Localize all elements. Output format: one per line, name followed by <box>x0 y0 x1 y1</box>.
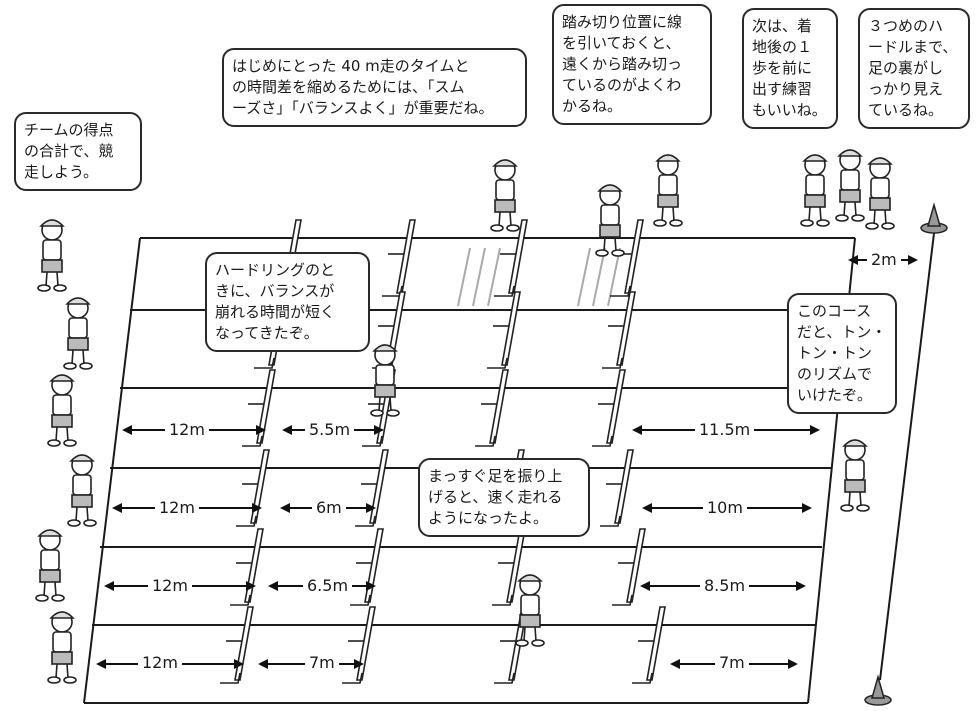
student-figure-icon <box>653 154 683 227</box>
distance-label: 6m <box>312 499 346 517</box>
student-figure-icon <box>370 344 400 417</box>
hurdles <box>220 219 666 684</box>
hurdle-icon <box>355 449 389 527</box>
hurdle-icon <box>592 369 626 447</box>
student-figure-icon <box>595 184 625 257</box>
distance-label: 5.5m <box>305 421 355 439</box>
hurdle-icon <box>230 528 264 606</box>
student-figure-icon <box>67 454 97 527</box>
hurdle-icon <box>382 219 416 297</box>
takeoff-mark <box>472 247 486 307</box>
speech-bubble-swing-leg: まっすぐ足を振り上 げると、速く走れる ようになったよ。 <box>418 458 590 537</box>
student-figure-icon <box>37 219 67 292</box>
distance-label: 6.5m <box>303 577 353 595</box>
hurdle-icon <box>350 528 384 606</box>
speech-bubble-time-difference: はじめにとった 40 m走のタイムと の時間差を縮めるためには、「スム ーズさ」… <box>222 48 527 127</box>
hurdle-icon <box>236 449 270 527</box>
cone-icon <box>920 202 948 234</box>
distance-label: 11.5m <box>695 421 755 439</box>
speech-bubble-rhythm: このコース だと、トン・ トン・トン のリズムで いけたぞ。 <box>787 293 897 414</box>
hurdle-icon <box>475 369 509 447</box>
student-figure-icon <box>47 374 77 447</box>
hurdle-icon <box>600 449 634 527</box>
hurdle-icon <box>492 528 526 606</box>
distance-label: 12m <box>138 654 182 672</box>
hurdle-icon <box>612 528 646 606</box>
speech-bubble-landing-step: 次は、着 地後の１ 歩を前に 出す練習 もいいね。 <box>742 8 838 129</box>
distance-label: 10m <box>703 499 747 517</box>
student-figure-icon <box>840 439 870 512</box>
distance-label: 7m <box>715 654 749 672</box>
student-figure-icon <box>47 611 77 684</box>
distance-label: 8.5m <box>700 577 750 595</box>
distance-label: 12m <box>148 577 192 595</box>
hurdle-icon <box>494 219 528 297</box>
students <box>35 149 895 684</box>
distance-label: 12m <box>165 421 209 439</box>
student-figure-icon <box>63 297 93 370</box>
takeoff-mark <box>577 247 591 307</box>
student-figure-icon <box>865 157 895 230</box>
distance-label: 7m <box>305 654 339 672</box>
speech-bubble-sole-visible: ３つめのハ ードルまで、 足の裏がし っかり見え ているね。 <box>858 8 970 129</box>
hurdle-icon <box>602 291 636 369</box>
hurdle-icon <box>632 606 666 684</box>
distance-label: 12m <box>155 499 199 517</box>
student-figure-icon <box>490 159 520 232</box>
hurdle-icon <box>220 606 254 684</box>
student-figure-icon <box>835 149 865 222</box>
takeoff-mark <box>487 247 501 307</box>
hurdle-icon <box>487 291 521 369</box>
takeoff-mark <box>457 247 471 307</box>
student-figure-icon <box>35 529 65 602</box>
speech-bubble-takeoff-line: 踏み切り位置に線 を引いておくと、 遠くから踏み切っ ているのがよくわ かるね。 <box>552 4 712 125</box>
distance-label: 2m <box>867 251 901 269</box>
hurdle-icon <box>242 369 276 447</box>
speech-bubble-team-score: チームの得点 の合計で、競 走しよう。 <box>14 112 142 191</box>
takeoff-mark <box>592 247 606 307</box>
hurdle-icon <box>342 606 376 684</box>
cone-icon <box>864 674 892 706</box>
cone-line <box>879 224 936 681</box>
takeoff-marks <box>457 247 621 307</box>
student-figure-icon <box>515 574 545 647</box>
speech-bubble-balance: ハードリングのと きに、バランスが 崩れる時間が短く なってきたぞ。 <box>205 252 370 352</box>
student-figure-icon <box>800 154 830 227</box>
start-line <box>83 237 141 704</box>
